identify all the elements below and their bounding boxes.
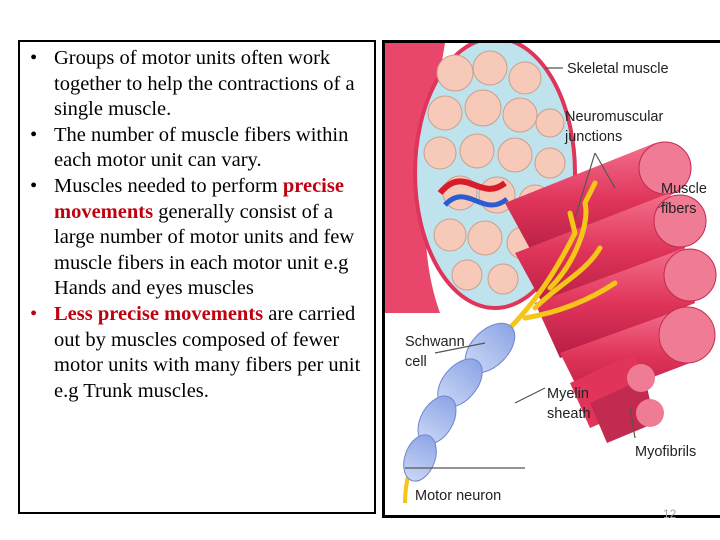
label-fibers-2: fibers xyxy=(661,201,696,217)
bullet-marker: • xyxy=(30,47,38,69)
label-myofibrils: Myofibrils xyxy=(635,444,696,460)
bullet-text: Groups of motor units often work togethe… xyxy=(54,47,355,121)
muscle-diagram: Skeletal muscle Neuromuscular junctions … xyxy=(382,40,720,518)
label-myelin-1: Myelin xyxy=(547,386,589,402)
motor-neuron xyxy=(403,322,516,504)
label-leaders xyxy=(405,67,671,469)
bullet-text: The number of muscle fibers within each … xyxy=(54,123,349,172)
muscle-illustration: Skeletal muscle Neuromuscular junctions … xyxy=(385,43,717,504)
bullet-item: • Less precise movements are carried out … xyxy=(28,302,370,404)
label-nmj-2: junctions xyxy=(564,129,622,145)
label-fibers-1: Muscle xyxy=(661,181,707,197)
bullet-marker: • xyxy=(30,174,38,197)
bullet-item: • The number of muscle fibers within each… xyxy=(28,123,370,174)
bullet-text-post: generally consist of a large number of m… xyxy=(54,200,355,300)
label-schwann-1: Schwann xyxy=(405,334,465,350)
vein xyxy=(443,194,509,208)
label-myelin-2: sheath xyxy=(547,406,591,422)
label-skeletal-muscle: Skeletal muscle xyxy=(567,61,669,77)
bullet-marker: • xyxy=(30,302,38,325)
myofibrils-bundle xyxy=(570,353,664,443)
nerve-branches xyxy=(502,180,618,336)
label-motor-neuron: Motor neuron xyxy=(415,488,501,504)
bullet-list: • Groups of motor units often work togeth… xyxy=(20,42,374,404)
page-number: 12 xyxy=(663,507,677,521)
bullet-marker: • xyxy=(30,123,38,146)
bullet-item: • Groups of motor units often work togeth… xyxy=(28,46,370,123)
label-nmj-1: Neuromuscular xyxy=(565,109,663,125)
text-panel: • Groups of motor units often work togeth… xyxy=(18,40,376,514)
bullet-text-post: are carried out by muscles composed of f… xyxy=(54,302,361,402)
blood-vessel xyxy=(437,178,507,196)
highlight-text: Less precise movements xyxy=(54,302,264,325)
label-schwann-2: cell xyxy=(405,354,427,370)
bullet-text-pre: Muscles needed to perform xyxy=(54,174,283,197)
highlight-text: precise movements xyxy=(54,174,344,223)
bullet-item: • Muscles needed to perform precise movem… xyxy=(28,174,370,302)
